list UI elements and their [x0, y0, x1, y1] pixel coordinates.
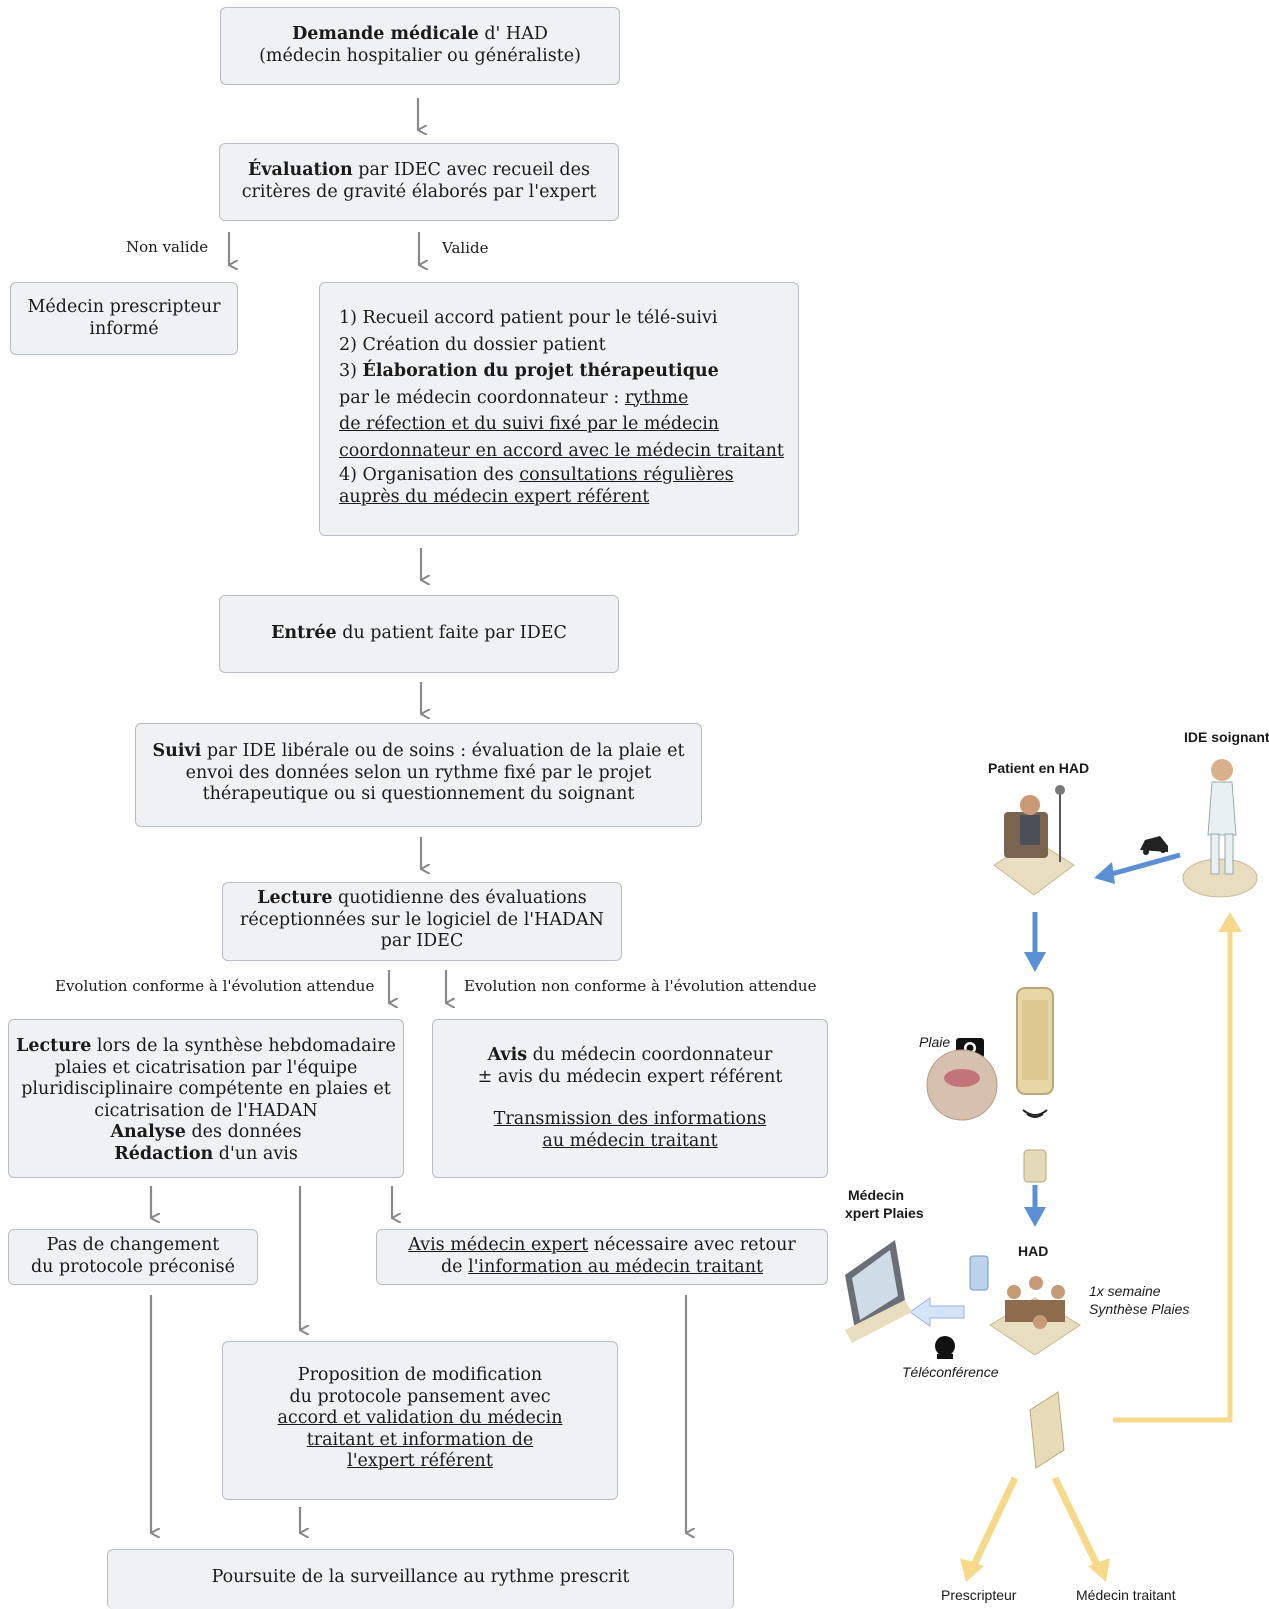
box-demande-medicale: Demande médicale d' HAD (médecin hospita… [220, 7, 620, 85]
signal-icon [1022, 1109, 1048, 1118]
yellow-feedback-arrow [1113, 928, 1233, 1423]
yellow-arrow-to-medecin-traitant [1051, 1476, 1102, 1569]
car-icon [1140, 836, 1168, 855]
box-poursuite-surveillance: Poursuite de la surveillance au rythme p… [107, 1549, 734, 1609]
label-non-valide: Non valide [126, 238, 209, 256]
smartphone-icon [1016, 987, 1054, 1095]
box-suivi: Suivi par IDE libérale ou de soins : éva… [135, 723, 702, 827]
hospital-sign-icon [969, 1255, 989, 1291]
label-evolution-non-conforme: Evolution non conforme à l'évolution att… [464, 977, 817, 995]
document-icon [1029, 1391, 1065, 1469]
box-procedure: 1) Recueil accord patient pour le télé-s… [319, 282, 799, 536]
box-avis-expert: Avis médecin expert nécessaire avec reto… [376, 1229, 828, 1285]
label-ide-soignant: IDE soignant [1184, 729, 1269, 745]
box-evaluation: Évaluation par IDEC avec recueil des cri… [219, 143, 619, 221]
label-valide: Valide [442, 239, 489, 257]
box-proposition-modification: Proposition de modification du protocole… [222, 1341, 618, 1500]
label-teleconference: Téléconférence [902, 1364, 999, 1380]
webcam-icon [935, 1336, 955, 1359]
ide-soignant-figure [1182, 759, 1258, 898]
box-medecin-prescripteur: Médecin prescripteur informé [10, 282, 238, 355]
label-medecin-expert-2: xpert Plaies [845, 1205, 924, 1221]
label-synthese-2: Synthèse Plaies [1089, 1301, 1190, 1317]
label-evolution-conforme: Evolution conforme à l'évolution attendu… [55, 977, 375, 995]
box-avis-coordonnateur: Avis du médecin coordonnateur ± avis du … [432, 1019, 828, 1178]
label-synthese-1: 1x semaine [1089, 1283, 1161, 1299]
label-had: HAD [1018, 1243, 1049, 1259]
label-plaie: Plaie [919, 1034, 951, 1050]
label-medecin-expert-1: Médecin [848, 1187, 905, 1203]
label-medecin-traitant: Médecin traitant [1076, 1587, 1176, 1603]
yellow-arrow-to-prescripteur [969, 1476, 1019, 1569]
patient-en-had-figure [993, 785, 1075, 896]
label-prescripteur: Prescripteur [941, 1587, 1017, 1603]
blue-arrow-ide-to-patient [1107, 852, 1181, 878]
box-pas-de-changement: Pas de changement du protocole préconisé [8, 1229, 258, 1285]
data-upload-icon [1023, 1149, 1047, 1183]
expert-screen-figure [845, 1240, 912, 1343]
box-lecture-quotidienne: Lecture quotidienne des évaluations réce… [222, 882, 622, 961]
label-patient-en-had: Patient en HAD [988, 760, 1090, 776]
light-blue-arrow-to-expert [909, 1297, 965, 1327]
box-lecture-synthese: Lecture lors de la synthèse hebdomadaire… [8, 1019, 404, 1178]
box-entree: Entrée du patient faite par IDEC [219, 595, 619, 673]
box-demande-bold: Demande médicale [292, 24, 479, 44]
had-meeting-figure [989, 1276, 1081, 1356]
